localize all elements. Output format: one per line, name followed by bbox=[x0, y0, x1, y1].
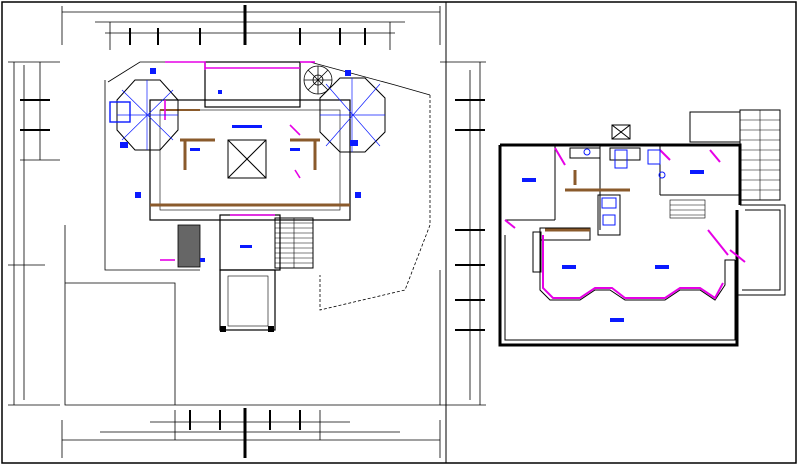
magenta-lines bbox=[160, 61, 315, 261]
room-markers bbox=[522, 170, 704, 322]
site-outline bbox=[64, 61, 441, 406]
hatched-shaft bbox=[177, 224, 201, 268]
octagon-gazebo-left bbox=[109, 79, 179, 151]
main-stair bbox=[274, 217, 314, 269]
hatched-walls bbox=[150, 109, 350, 207]
right-magenta-lines bbox=[504, 147, 746, 300]
central-fountain bbox=[227, 139, 267, 179]
main-walls bbox=[149, 61, 351, 331]
spiral-stair bbox=[303, 65, 333, 95]
right-outer-walls bbox=[498, 143, 742, 347]
stair bbox=[669, 109, 781, 219]
kitchen-counter bbox=[532, 124, 631, 273]
entrance-porch bbox=[220, 326, 274, 332]
octagon-gazebo-right bbox=[319, 77, 386, 153]
left-floor-plan bbox=[8, 5, 486, 458]
right-terrace bbox=[737, 204, 786, 296]
dining-bay bbox=[539, 240, 735, 301]
bath-fixtures bbox=[583, 148, 666, 226]
blue-fixtures bbox=[120, 68, 361, 262]
side-dimension-lines bbox=[8, 61, 486, 406]
bottom-dimension-lines bbox=[61, 408, 441, 458]
top-dimension-lines bbox=[61, 5, 441, 50]
right-inner-walls bbox=[504, 145, 740, 341]
right-floor-plan bbox=[498, 109, 786, 347]
right-hatched-walls bbox=[545, 170, 630, 232]
